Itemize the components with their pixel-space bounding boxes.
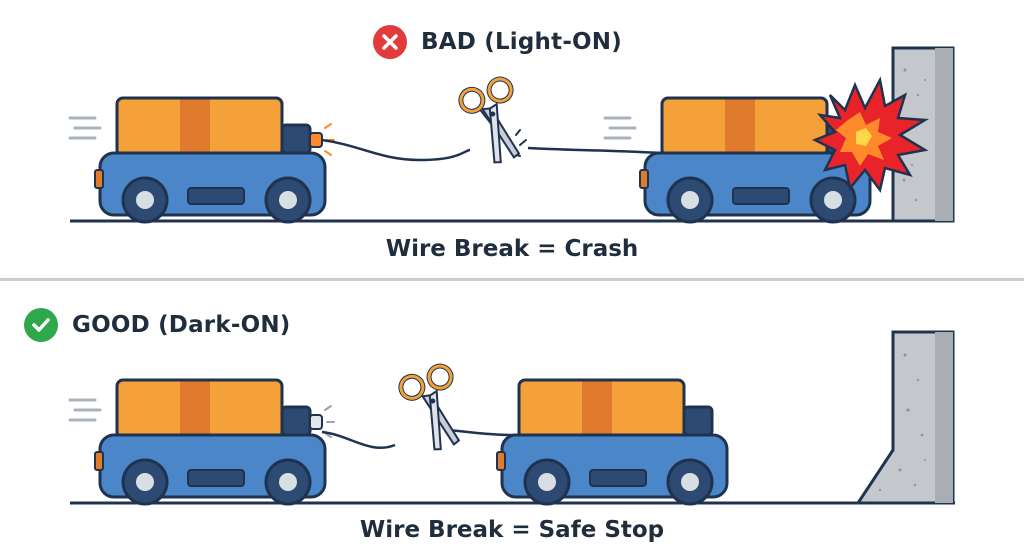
cart-right-stopped bbox=[496, 378, 729, 506]
wire-segment-left bbox=[321, 430, 396, 450]
concrete-wall bbox=[891, 46, 955, 223]
bad-title: BAD (Light-ON) bbox=[421, 29, 622, 55]
wire-segment-right bbox=[527, 146, 667, 155]
x-icon bbox=[382, 34, 398, 50]
good-title: GOOD (Dark-ON) bbox=[72, 312, 291, 338]
bad-badge bbox=[373, 25, 407, 59]
scissors-icon bbox=[458, 76, 521, 164]
bad-scene bbox=[68, 46, 955, 224]
bad-heading: BAD (Light-ON) bbox=[373, 25, 622, 59]
good-badge bbox=[24, 308, 58, 342]
cart-left bbox=[68, 378, 335, 506]
good-caption: Wire Break = Safe Stop bbox=[359, 517, 665, 543]
good-scene bbox=[68, 330, 955, 506]
section-divider bbox=[0, 278, 1024, 281]
concrete-wall bbox=[855, 330, 955, 505]
good-heading: GOOD (Dark-ON) bbox=[24, 308, 291, 342]
wire-segment-left bbox=[321, 138, 471, 162]
bad-caption: Wire Break = Crash bbox=[385, 236, 639, 262]
crash-burst-icon bbox=[811, 76, 930, 193]
cart-left bbox=[68, 96, 335, 224]
scissors-icon bbox=[398, 363, 461, 451]
cart-right-crashing bbox=[603, 96, 872, 224]
check-icon bbox=[32, 318, 50, 332]
